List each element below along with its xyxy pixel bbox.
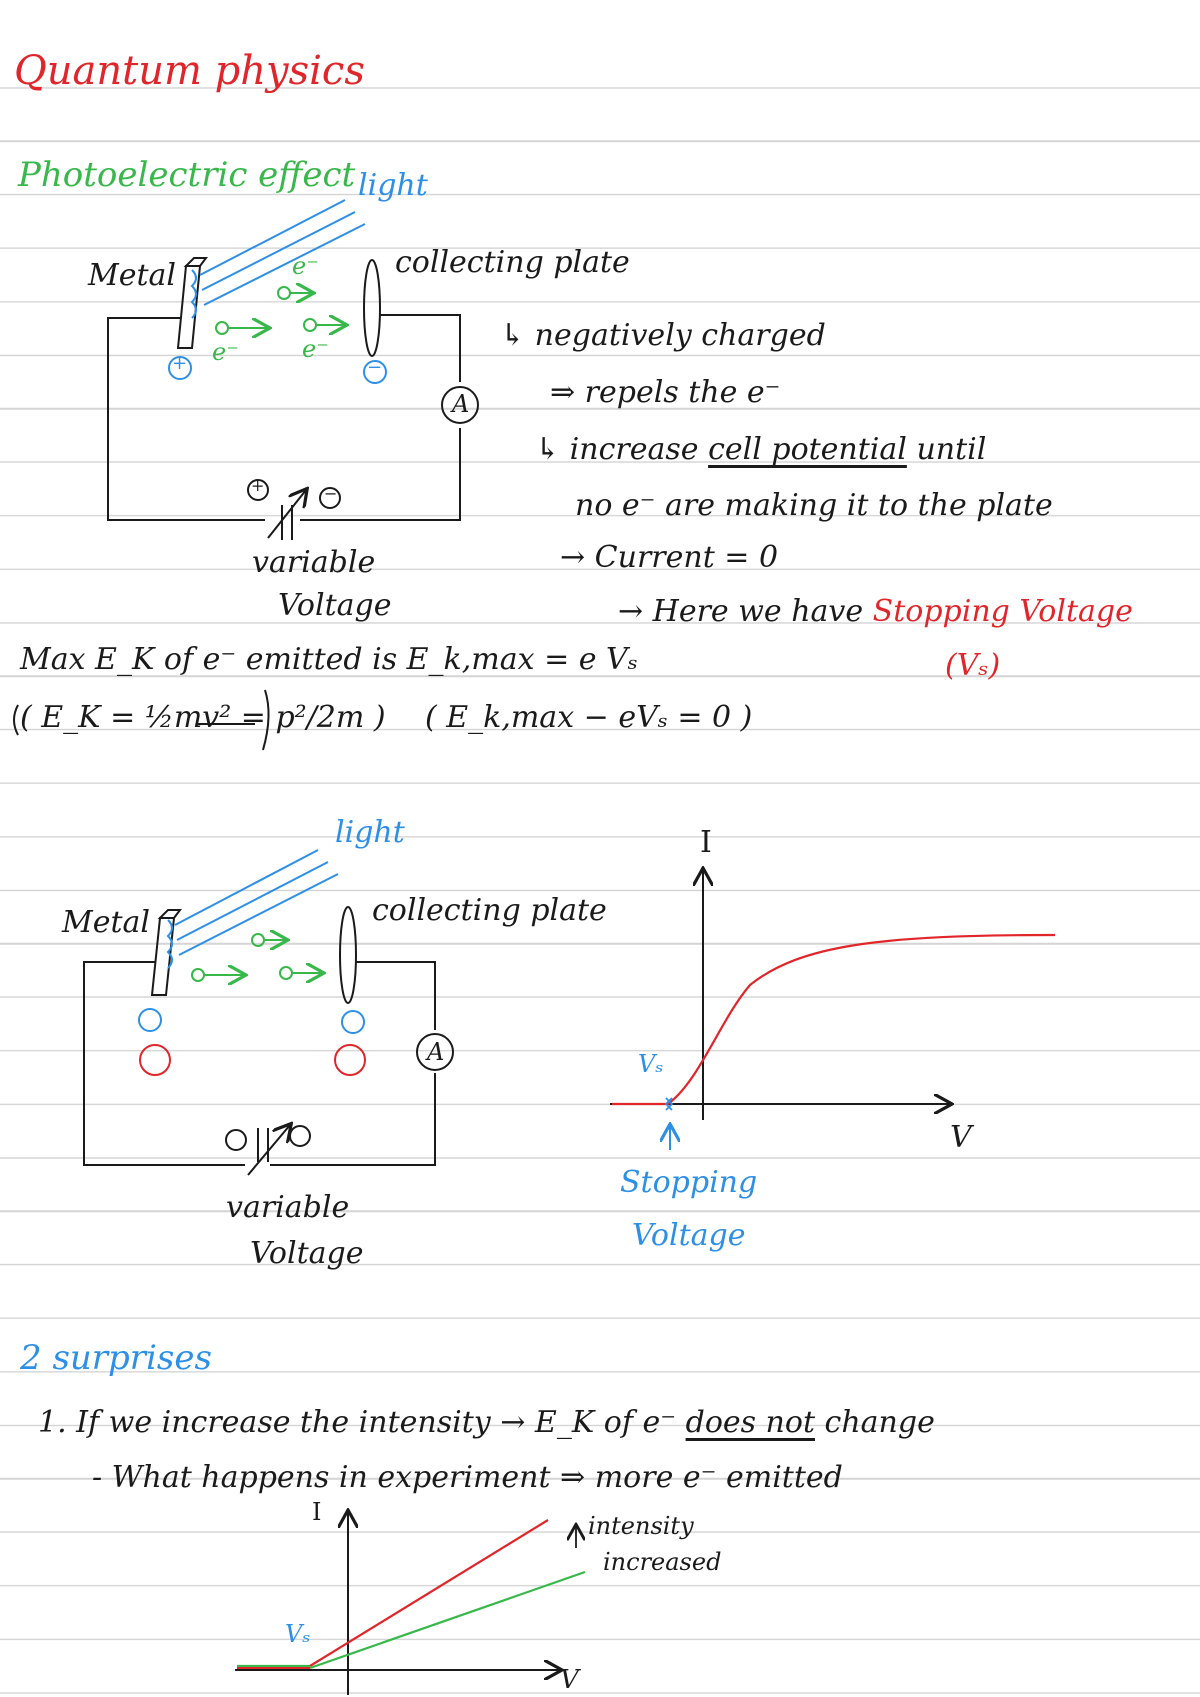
light-rays-2 (166, 849, 339, 969)
minus-sign-metal-2 (138, 1008, 162, 1032)
plate-label-2: collecting plate (372, 893, 607, 928)
surprise-point-1: 1. If we increase the intensity → E_K of… (38, 1405, 935, 1440)
formula-ek-definition: ( E_K = ½mv² = p²/2m ) (20, 700, 386, 735)
minus-sign-plate-2 (334, 1044, 366, 1076)
plus-label-1: + (172, 353, 188, 374)
cell-potential-underlined: cell potential (708, 432, 907, 467)
formula-max-ek: Max E_K of e⁻ emitted is E_k,max = e Vₛ (20, 642, 638, 677)
note-increase: ↳ increase cell potential until (535, 432, 987, 467)
iv-graph-stopping (610, 870, 1056, 1150)
note-repels: ⇒ repels the e⁻ (550, 375, 781, 410)
graph1-y-label: I (700, 825, 712, 860)
does-not-underlined: does not (685, 1405, 815, 1440)
surprise-point-1-note: - What happens in experiment ⇒ more e⁻ e… (92, 1460, 843, 1495)
graph1-voltage-label: Voltage (632, 1218, 746, 1253)
low-intensity-line (309, 1570, 586, 1670)
light-label-1: light (358, 168, 428, 203)
electron-label-1c: e⁻ (302, 335, 329, 363)
graph1-vs-label: Vₛ (638, 1050, 664, 1078)
vs-symbol-red: (Vₛ) (945, 648, 1001, 683)
plate-label-1: collecting plate (395, 245, 630, 280)
metal-label-1: Metal (88, 258, 177, 293)
high-intensity-line (309, 1519, 549, 1667)
iv-graph-intensity (235, 1512, 586, 1695)
formula-ek-balance: ( E_k,max − eVₛ = 0 ) (425, 700, 753, 735)
heading-photoelectric: Photoelectric effect (18, 155, 356, 195)
circuit-1 (107, 257, 479, 540)
variable-label-1: variable (252, 545, 376, 580)
increased-label: increased (603, 1548, 722, 1576)
graph1-x-label: V (950, 1120, 972, 1155)
ammeter-label-1: A (452, 390, 470, 418)
minus-sign-plate-1 (363, 360, 387, 384)
electron-label-1a: e⁻ (292, 252, 319, 280)
metal-label-2: Metal (62, 905, 151, 940)
battery-minus-1: − (324, 484, 338, 503)
graph2-vs-label: Vₛ (285, 1620, 311, 1648)
graph1-stopping-label: Stopping (620, 1165, 758, 1200)
plus-sign-plate-2 (341, 1010, 365, 1034)
battery-plus-1: + (251, 476, 265, 495)
circuit-2 (83, 906, 454, 1176)
variable-label-2: variable (226, 1190, 350, 1225)
intensity-label: intensity (588, 1512, 694, 1540)
note-no-electrons: no e⁻ are making it to the plate (575, 488, 1053, 523)
minus-label-1: − (367, 357, 383, 378)
stopping-voltage-term: Stopping Voltage (872, 594, 1133, 629)
electron-label-1b: e⁻ (212, 338, 239, 366)
voltage-label-2: Voltage (250, 1236, 364, 1271)
ammeter-1 (441, 386, 479, 424)
ammeter-label-2: A (427, 1038, 445, 1066)
note-negatively-charged: ↳ negatively charged (500, 318, 826, 353)
plus-sign-metal-1 (168, 356, 192, 380)
note-current-zero: → Current = 0 (560, 540, 779, 575)
ammeter-2 (416, 1033, 454, 1071)
plus-sign-metal-2 (139, 1044, 171, 1076)
note-here-we-have: → Here we have Stopping Voltage (618, 594, 1133, 629)
iv-curve (612, 933, 1056, 1106)
light-rays-1 (190, 199, 366, 319)
light-label-2: light (335, 815, 405, 850)
voltage-label-1: Voltage (278, 588, 392, 623)
page-title: Quantum physics (14, 48, 365, 94)
graph2-y-label: I (312, 1498, 322, 1526)
graph2-x-label: V (560, 1665, 579, 1695)
electron-arrows-2 (191, 934, 322, 981)
electron-arrows-1 (215, 287, 345, 334)
heading-surprises: 2 surprises (20, 1338, 212, 1378)
